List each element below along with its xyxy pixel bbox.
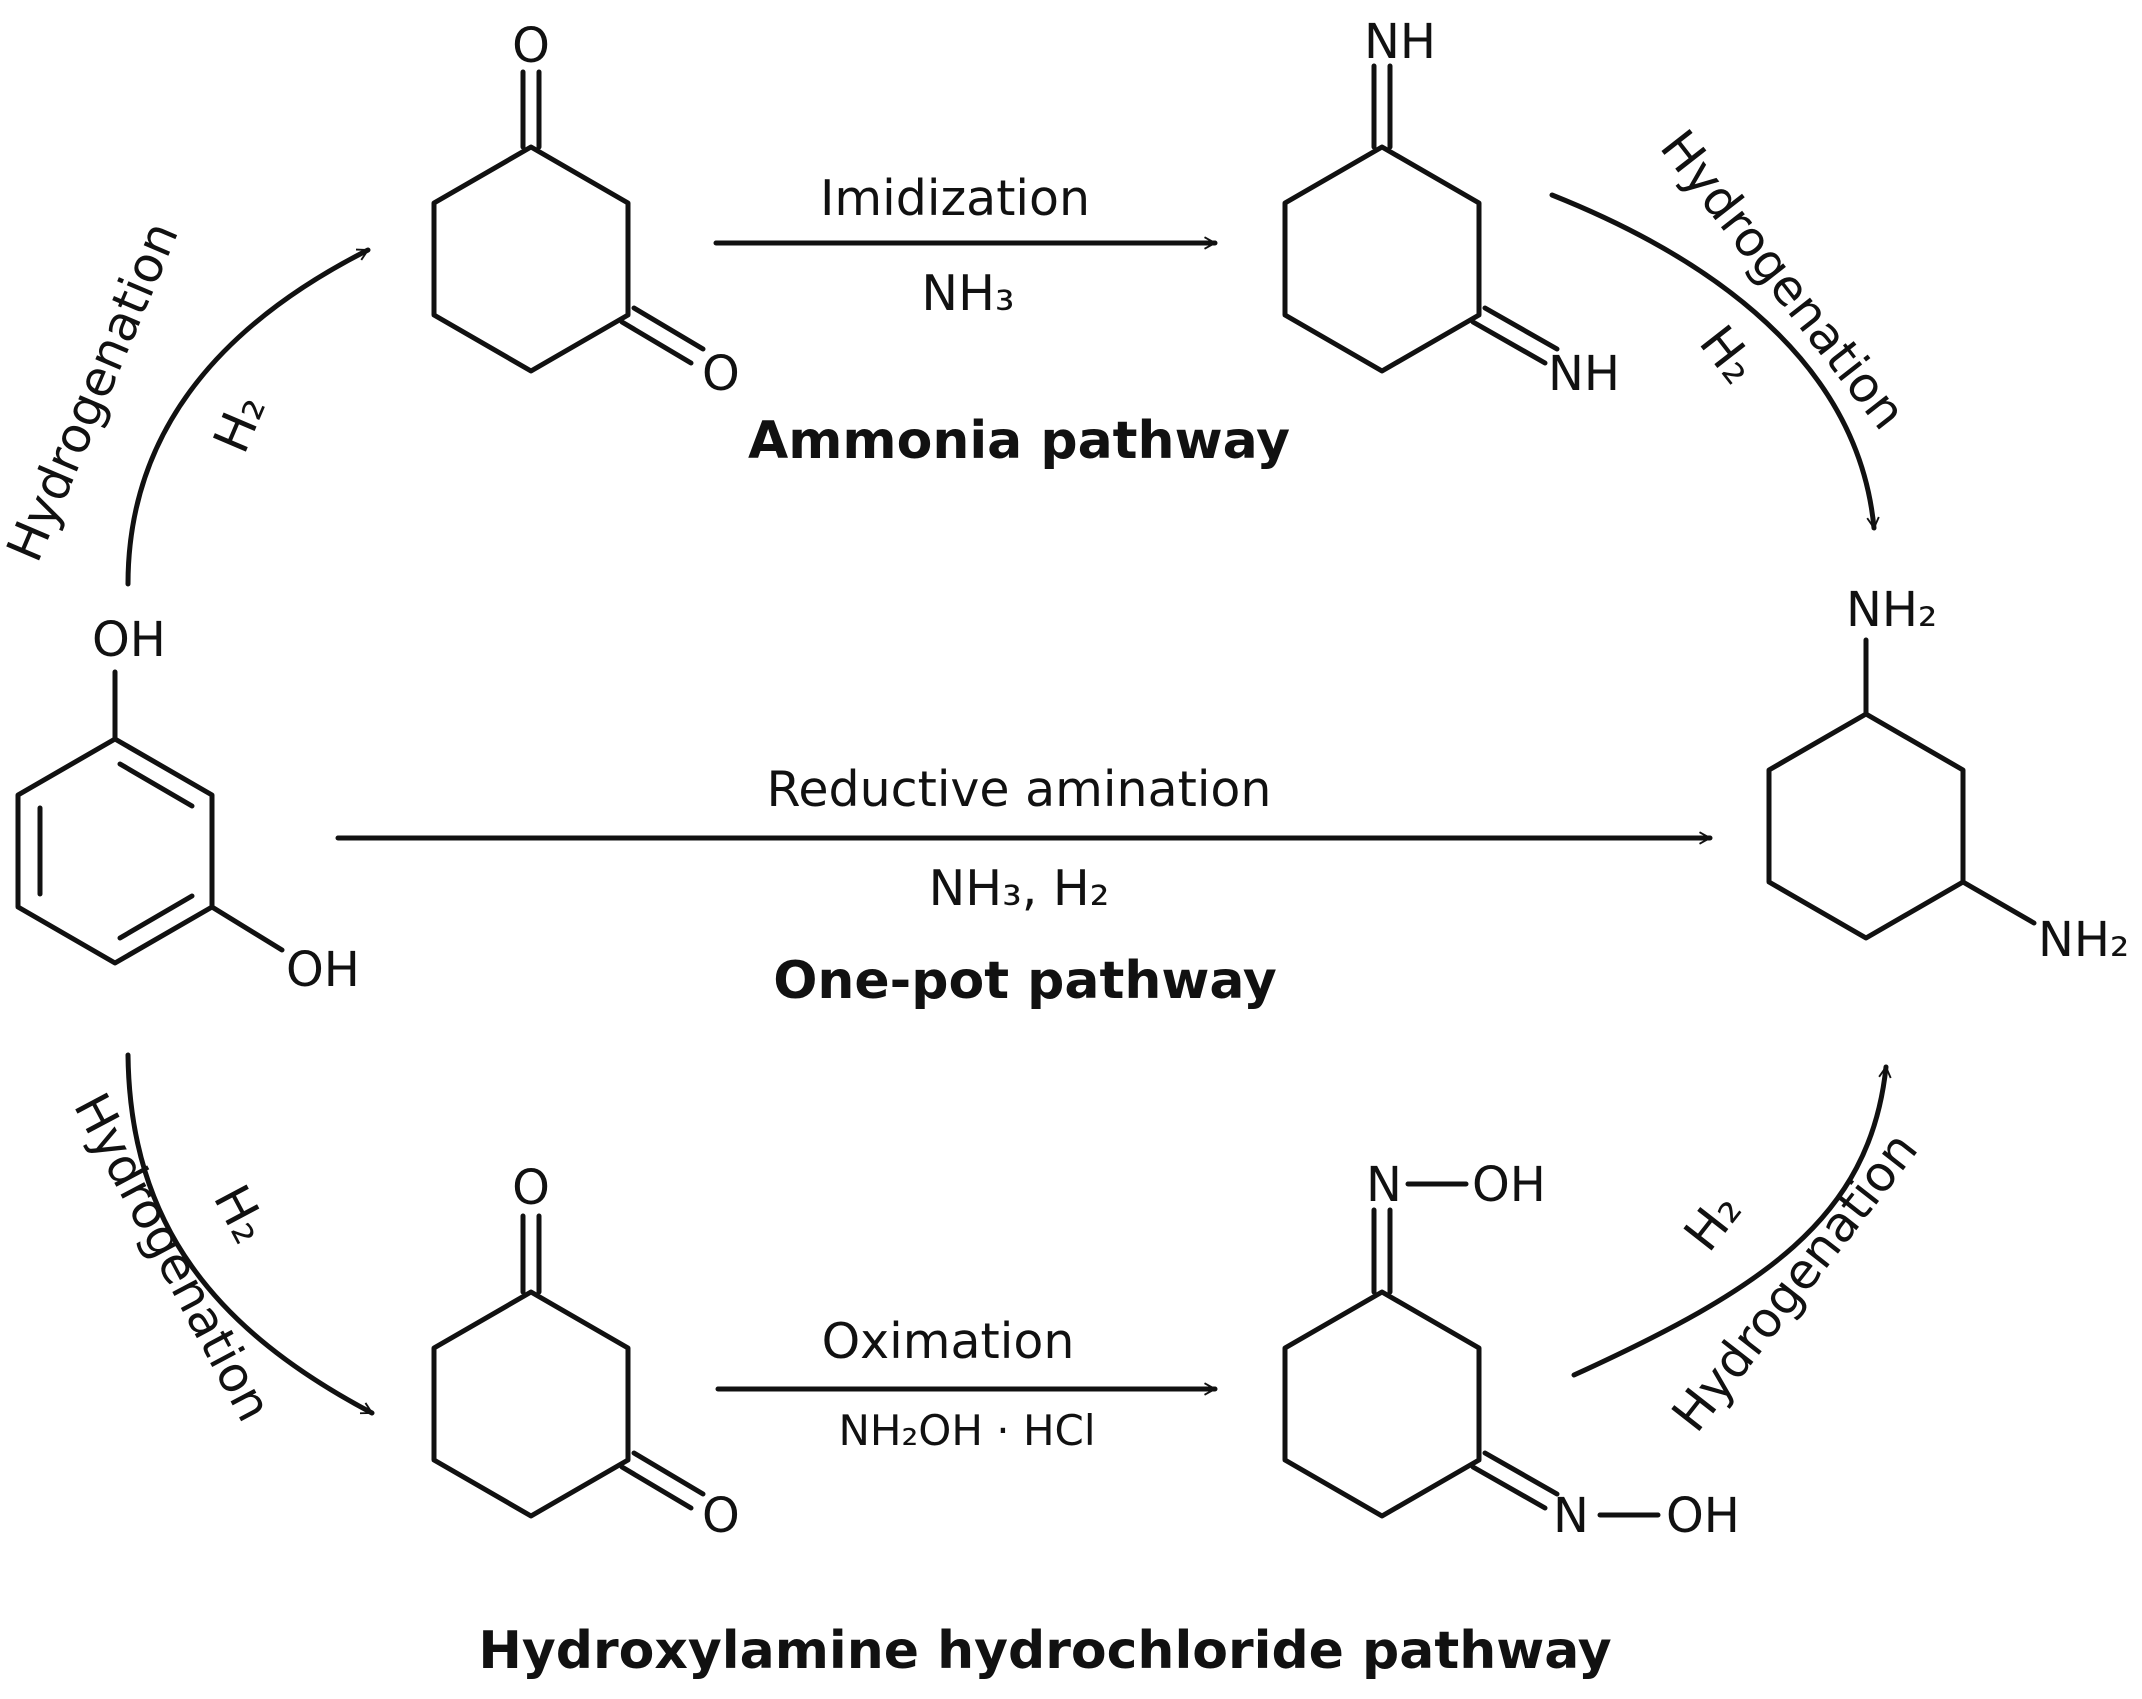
dione-bottom-o-top-label: O	[512, 1160, 550, 1216]
diamine-structure: NH₂ NH₂	[1766, 582, 2129, 968]
dione-top-o-top-label: O	[512, 18, 550, 74]
h2-top-left-label: H₂	[203, 386, 278, 460]
imidization-label: Imidization	[820, 170, 1090, 227]
diimine-nh-bottom-label: NH	[1548, 346, 1620, 402]
dioxime-oh-bottom-label: OH	[1666, 1488, 1740, 1544]
arrow-hydrogenation-bottom-left	[125, 1052, 375, 1416]
dioxime-n-top-label: N	[1366, 1157, 1402, 1213]
ammonia-pathway-label: Ammonia pathway	[748, 411, 1290, 471]
resorcinol-structure: OH OH	[15, 612, 360, 998]
dione-top-structure: O O	[431, 18, 740, 402]
hydrogenation-top-left-label: Hydrogenation	[0, 214, 190, 570]
dioxime-oh-top-label: OH	[1472, 1157, 1546, 1213]
one-pot-pathway-label: One-pot pathway	[773, 951, 1277, 1011]
resorcinol-oh-top-label: OH	[92, 612, 166, 668]
hydroxylamine-pathway-label: Hydroxylamine hydrochloride pathway	[478, 1621, 1611, 1681]
hydrogenation-bottom-right-label: Hydrogenation	[1661, 1122, 1929, 1443]
oximation-label: Oximation	[822, 1313, 1075, 1370]
dione-bottom-structure: O O	[431, 1160, 740, 1544]
nh3-h2-label: NH₃, H₂	[929, 860, 1110, 917]
diamine-nh2-top-label: NH₂	[1846, 582, 1937, 638]
arrow-hydrogenation-bottom-right	[1571, 1064, 1892, 1378]
diimine-structure: NH NH	[1282, 14, 1620, 402]
h2-bottom-left-label: H₂	[202, 1176, 279, 1253]
h2-top-right-label: H₂	[1688, 315, 1768, 395]
dione-top-o-bottom-label: O	[702, 346, 740, 402]
arrow-hydrogenation-top-left	[125, 247, 371, 587]
reductive-amination-label: Reductive amination	[767, 761, 1272, 818]
dioxime-n-bottom-label: N	[1553, 1488, 1589, 1544]
h2-bottom-right-label: H₂	[1673, 1182, 1753, 1262]
hydrogenation-bottom-left-label: Hydrogenation	[62, 1084, 282, 1431]
dioxime-structure: N OH N OH	[1282, 1157, 1740, 1544]
resorcinol-oh-bottom-label: OH	[286, 942, 360, 998]
dione-bottom-o-bottom-label: O	[702, 1488, 740, 1544]
nh3-imidization-label: NH₃	[921, 265, 1014, 322]
diamine-nh2-bottom-label: NH₂	[2038, 912, 2129, 968]
arrow-hydrogenation-top-right	[1549, 192, 1880, 531]
diimine-nh-top-label: NH	[1364, 14, 1436, 70]
hydrogenation-top-right-label: Hydrogenation	[1649, 120, 1917, 441]
nh2oh-hcl-label: NH₂OH · HCl	[838, 1406, 1095, 1455]
